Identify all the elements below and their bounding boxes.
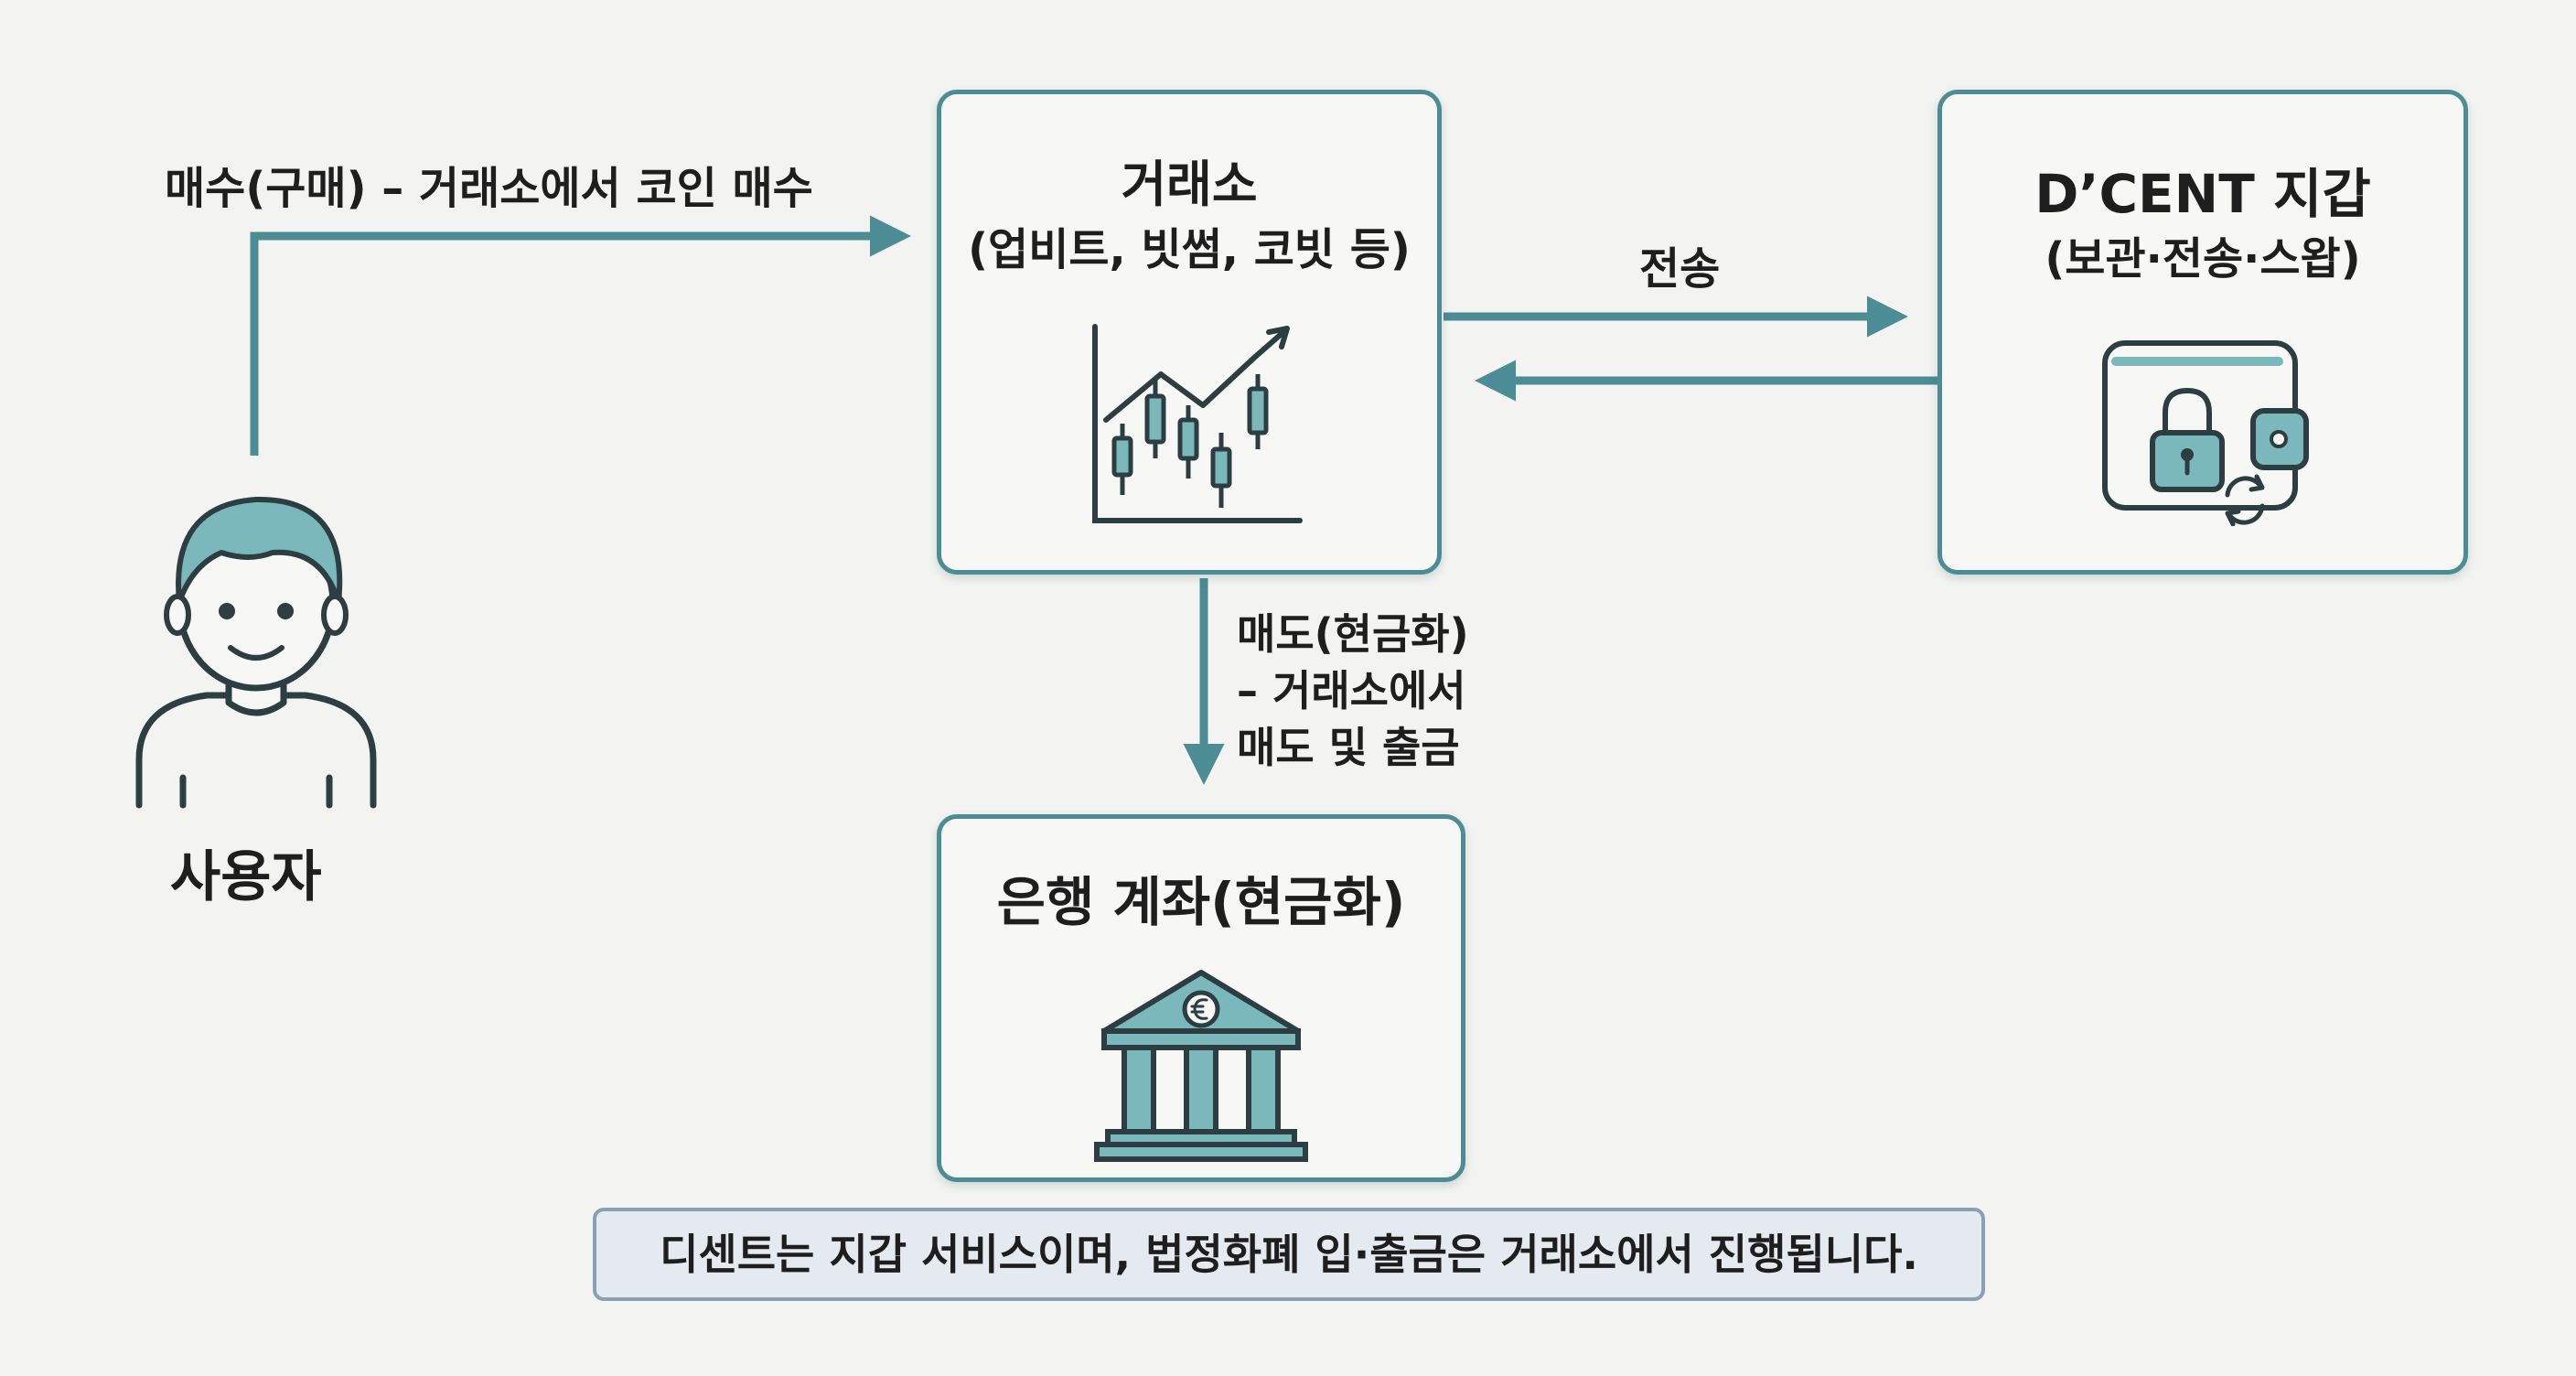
- wallet-node: D’CENT 지갑 (보관·전송·스왑): [1937, 90, 2468, 575]
- exchange-subtitle: (업비트, 빗썸, 코빗 등): [968, 224, 1411, 275]
- exchange-node: 거래소 (업비트, 빗썸, 코빗 등): [937, 90, 1442, 575]
- sell-label-line-3: 매도 및 출금: [1237, 723, 1460, 772]
- bank-title: 은행 계좌(현금화): [996, 871, 1406, 933]
- sell-label-line-2: – 거래소에서: [1237, 666, 1466, 715]
- send-label: 전송: [1639, 243, 1721, 295]
- footer-note: 디센트는 지갑 서비스이며, 법정화폐 입·출금은 거래소에서 진행됩니다.: [593, 1208, 1985, 1301]
- user-label: 사용자: [170, 845, 322, 909]
- buy-arrow: [250, 215, 911, 456]
- bank-node: 은행 계좌(현금화): [937, 814, 1465, 1182]
- exchange-title: 거래소: [1121, 156, 1258, 213]
- sell-label: 매도(현금화) – 거래소에서 매도 및 출금: [1237, 606, 1469, 776]
- wallet-lock-icon: [2102, 340, 2309, 526]
- wallet-subtitle: (보관·전송·스왑): [2045, 233, 2361, 285]
- wallet-title: D’CENT 지갑: [2034, 163, 2371, 225]
- candlestick-chart-icon: [1092, 324, 1303, 523]
- buy-label: 매수(구매) – 거래소에서 코인 매수: [165, 163, 813, 214]
- sell-label-line-1: 매도(현금화): [1237, 609, 1469, 659]
- person-icon: [135, 496, 377, 809]
- bank-building-icon: [1094, 970, 1308, 1162]
